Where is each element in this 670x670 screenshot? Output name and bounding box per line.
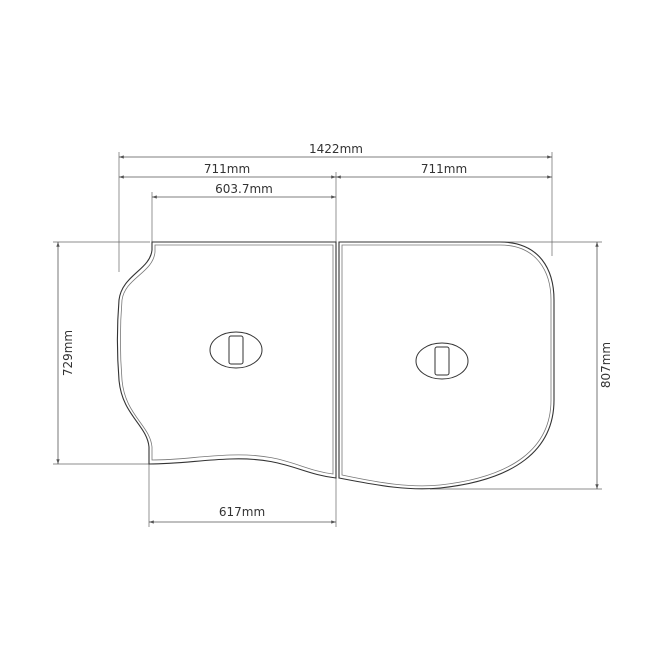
dimension-lines	[56, 155, 599, 524]
left-handle-slot-icon	[228, 335, 244, 365]
left-panel	[116, 241, 337, 479]
label-total-width: 1422mm	[309, 142, 363, 156]
right-panel-inner-edge	[341, 244, 552, 487]
extension-lines	[53, 152, 602, 527]
right-handle[interactable]	[415, 342, 469, 380]
label-left-height: 729mm	[61, 330, 75, 376]
label-right-width: 711mm	[421, 162, 467, 176]
label-left-width: 711mm	[204, 162, 250, 176]
label-left-bottom-width: 617mm	[219, 505, 265, 519]
left-handle[interactable]	[209, 331, 263, 369]
left-panel-inner-edge	[120, 244, 334, 475]
right-panel	[338, 241, 555, 490]
label-right-height: 807mm	[599, 342, 613, 388]
dimension-labels: 1422mm 711mm 711mm 603.7mm 617mm 729mm 8…	[61, 142, 613, 519]
label-left-top-width: 603.7mm	[215, 182, 273, 196]
right-handle-slot-icon	[434, 346, 450, 376]
